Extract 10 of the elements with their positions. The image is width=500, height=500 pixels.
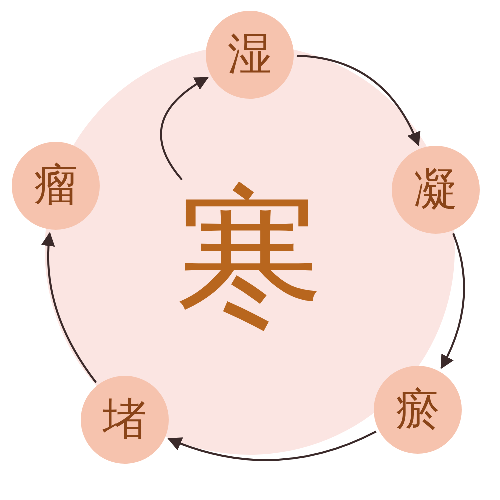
circle-node: 瘀: [374, 366, 462, 454]
arrow: [168, 430, 377, 462]
circle-node: 湿: [206, 11, 294, 99]
circle-node: 堵: [81, 376, 169, 464]
arrow: [42, 232, 98, 384]
arrow: [296, 55, 420, 146]
arrow: [440, 233, 466, 370]
circle-node: 瘤: [12, 142, 100, 230]
arrow: [160, 77, 209, 181]
center-text: 寒: [175, 183, 325, 333]
